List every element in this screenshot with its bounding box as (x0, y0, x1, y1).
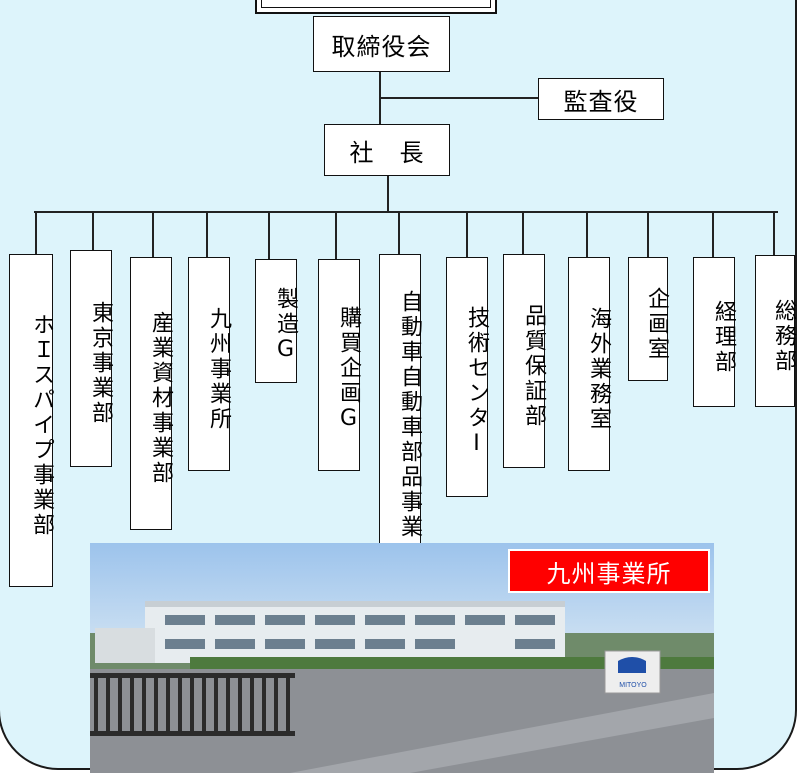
dept-manufacturing: 製造G (255, 259, 298, 383)
board-box: 取締役会 (313, 16, 450, 72)
dept-industrial-materials: 産業資材事業部 (130, 257, 173, 530)
mitoyo-logo-text: MITOYO (619, 682, 647, 689)
dept-tokyo: 東京事業部 (70, 250, 113, 467)
drop-line (206, 212, 208, 257)
connector-president-bus (387, 176, 389, 212)
drop-line (35, 212, 37, 254)
dept-general-affairs: 総務部 (755, 255, 796, 407)
president-box: 社 長 (324, 124, 450, 176)
org-bus-line (34, 211, 778, 213)
dept-hose-pipe: ホＩスパイプ事業部 (9, 254, 54, 587)
dept-tech-center: 技術センタI (446, 257, 489, 497)
drop-line (92, 212, 94, 250)
drop-line (335, 212, 337, 259)
drop-line (647, 212, 649, 257)
drop-line (522, 212, 524, 254)
dept-accounting: 経理部 (693, 257, 736, 407)
drop-line (712, 212, 714, 257)
drop-line (586, 212, 588, 257)
drop-line (152, 212, 154, 257)
dept-purchasing: 購買企画G (318, 259, 361, 471)
kyushu-office-photo: MITOYO (90, 543, 714, 773)
connector-auditor (380, 97, 538, 99)
drop-line (466, 212, 468, 257)
dept-quality: 品質保証部 (503, 254, 546, 468)
auditor-box: 監査役 (538, 78, 664, 120)
drop-line (268, 212, 270, 259)
title-frame (255, 0, 497, 14)
dept-automotive-parts: 自動車自動車部品事業 (379, 254, 422, 566)
drop-line (398, 212, 400, 254)
dept-kyushu: 九州事業所 (188, 257, 231, 471)
drop-line (773, 212, 775, 255)
dept-planning: 企画室 (628, 257, 669, 381)
photo-caption-badge: 九州事業所 (508, 549, 710, 593)
dept-overseas: 海外業務室 (568, 257, 611, 471)
